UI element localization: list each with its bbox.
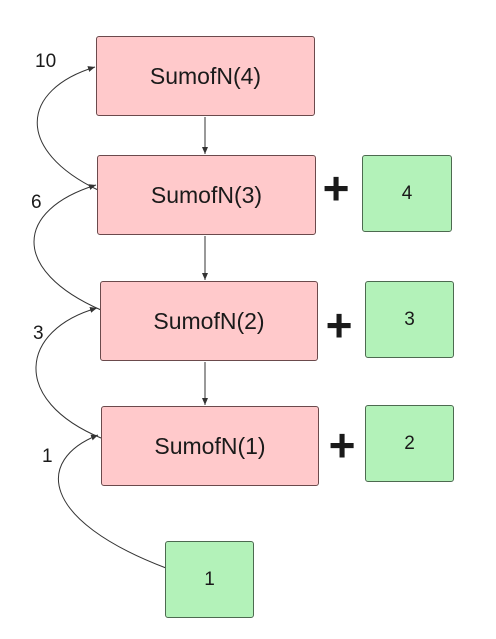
plus-sign: + xyxy=(325,299,353,351)
plus-sign: + xyxy=(328,419,356,471)
return-value-label: 10 xyxy=(35,51,57,72)
return-value-label: 3 xyxy=(33,323,44,344)
call-box-sumofn-3: SumofN(3) xyxy=(97,155,316,235)
return-value-label: 1 xyxy=(42,446,53,467)
value-box-4: 4 xyxy=(362,155,452,232)
base-case-box: 1 xyxy=(165,541,254,618)
value-box-3: 3 xyxy=(365,281,454,358)
value-box-2: 2 xyxy=(365,405,454,482)
call-box-sumofn-4: SumofN(4) xyxy=(96,36,315,116)
return-curve-1-to-2 xyxy=(35,307,102,439)
plus-sign: + xyxy=(322,162,350,214)
call-box-sumofn-2: SumofN(2) xyxy=(100,281,318,361)
return-curve-1-to-1 xyxy=(57,434,167,569)
return-value-label: 6 xyxy=(31,192,42,213)
return-curve-3-to-4 xyxy=(36,66,99,191)
call-box-sumofn-1: SumofN(1) xyxy=(101,406,319,486)
return-curve-2-to-3 xyxy=(33,184,102,311)
